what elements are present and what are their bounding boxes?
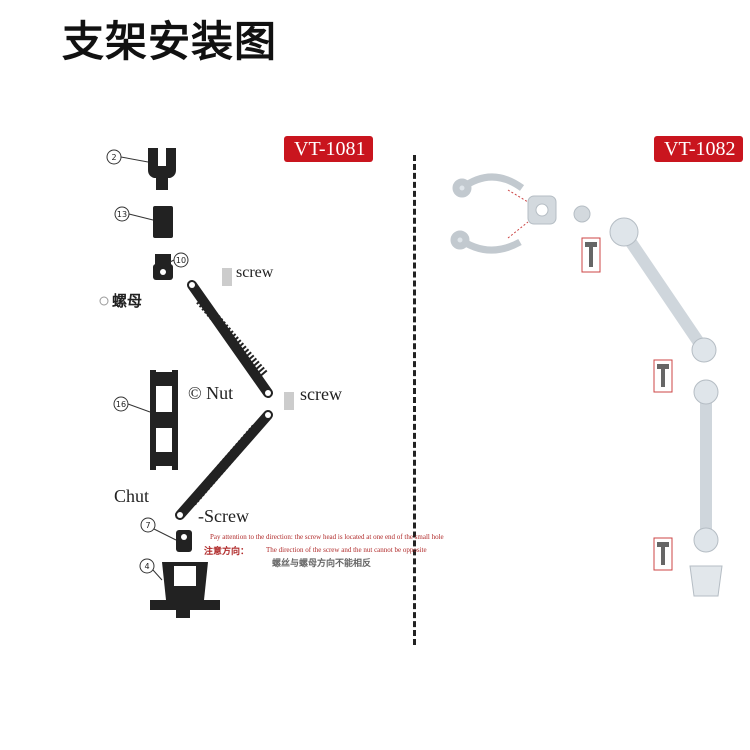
screw-icon-right-1 [581,237,601,273]
callout-10-number: 10 [176,256,186,265]
note-en-main: The direction of the screw and the nut c… [266,546,427,554]
part-sleeve [153,206,173,238]
clear-connector [527,195,591,225]
section-divider [413,155,416,645]
part-frame [150,370,178,470]
note-cn-bottom: 螺丝与螺母方向不能相反 [272,559,372,569]
label-nut-mid: © Nut [188,383,234,403]
callout-4-number: 4 [144,562,149,571]
model-badge-right: VT-1082 [654,136,744,162]
part-clip [148,148,176,190]
screw-icon-top [222,268,232,286]
screw-icon-right-3 [653,537,673,571]
note-prefix-cn: 注意方向： [204,547,250,557]
model-badge-left: VT-1081 [284,136,374,162]
screw-icon-right-2 [653,359,673,393]
screw-icon-mid [284,392,294,410]
callout-7 [140,517,156,533]
lower-arm [175,410,273,520]
clear-lower-arm [693,379,719,553]
callout-7-number: 7 [145,521,150,530]
callout-16-number: 16 [116,400,126,409]
label-screw-mid: screw [300,384,342,404]
callout-13-number: 13 [117,210,127,219]
callout-2-number: 2 [111,153,116,162]
clear-clamp [450,173,525,254]
note-en-top: Pay attention to the direction: the scre… [210,533,444,541]
label-screw-low: -Screw [198,506,249,526]
clear-upper-arm [609,217,717,363]
label-nut-low: Chut [114,486,150,506]
label-nut-cn: 螺母 [112,292,143,310]
callout-4 [139,558,155,574]
part-joint [176,530,192,552]
part-base [150,562,220,618]
clear-base [689,565,723,597]
label-screw-top: screw [236,264,274,281]
part-nut [153,254,173,280]
upper-arm [187,280,273,398]
page-title: 支架安装图 [62,17,278,66]
